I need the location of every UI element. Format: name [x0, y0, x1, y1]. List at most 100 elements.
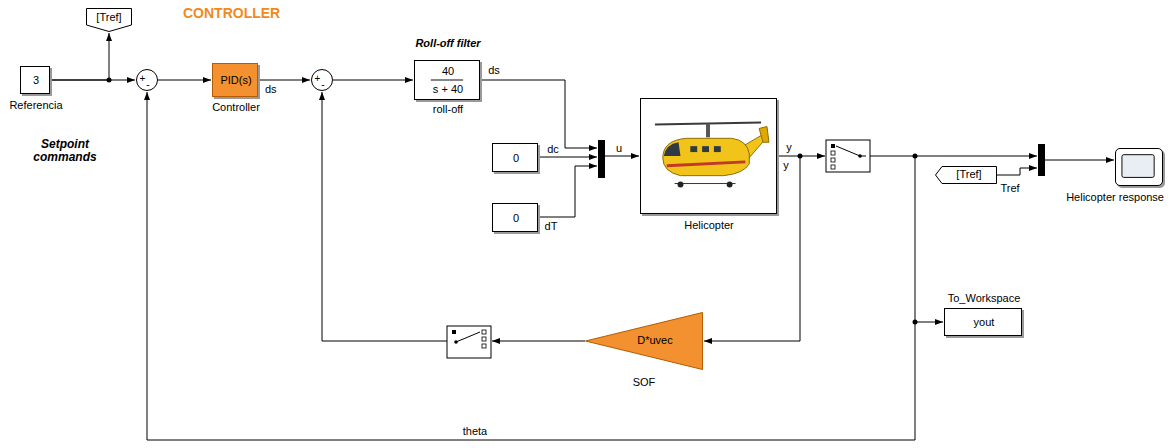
sum-circle: [137, 70, 158, 91]
transfer-fcn-block: Roll-off filter40s + 40roll-off: [414, 60, 480, 100]
selector-box: [826, 140, 870, 172]
selector-block: [447, 326, 491, 358]
plant-block: Helicopter: [640, 98, 777, 214]
signal-wire: [997, 168, 1037, 175]
rotor-mast: [706, 124, 710, 138]
fraction-bar: [431, 80, 463, 81]
signal-wire: [800, 156, 825, 157]
signal-wire: [538, 157, 597, 158]
block-caption: -: [144, 78, 152, 91]
gain-block: D*uvecSOF: [585, 312, 703, 370]
block-text: Helicopter response: [1054, 191, 1164, 204]
signal-wire: [915, 156, 943, 322]
gain-triangle: [586, 313, 703, 370]
block-text: Helicopter: [659, 219, 759, 232]
signal-wire: [605, 156, 639, 157]
selector-pivot: [858, 154, 862, 158]
signal-line: [333, 80, 413, 81]
signal-name: y: [782, 141, 796, 154]
block-caption: Controller: [199, 101, 273, 114]
selector-block: [826, 140, 870, 172]
block-text: Roll-off filter: [403, 37, 493, 50]
selector-switch: [836, 146, 866, 156]
cockpit-window: [664, 142, 681, 156]
signal-name: dT: [541, 220, 561, 233]
section-title: CONTROLLER: [183, 7, 293, 20]
signal-wire: [870, 156, 1037, 157]
landing-gear: [675, 183, 736, 184]
signal-name: Tref: [996, 182, 1024, 195]
block-text: 0: [493, 152, 539, 165]
signal-name: theta: [455, 425, 495, 438]
selector-box: [447, 326, 491, 358]
sum-block: +-: [136, 69, 158, 91]
wheel: [678, 182, 684, 188]
block-caption: yout: [945, 316, 1023, 329]
block-text: 0: [493, 212, 539, 225]
block-text: +: [138, 72, 147, 85]
constant-block: 0: [492, 203, 538, 232]
block-text: +: [313, 72, 322, 85]
block-caption: 40: [415, 65, 481, 78]
scope-screen: [1122, 155, 1154, 178]
helicopter-illustration: [655, 123, 769, 188]
block-text: D*uvec: [615, 334, 695, 347]
signal-line: [158, 80, 211, 81]
to-workspace-block: To_Workspaceyout: [944, 308, 1022, 336]
selector-port: [482, 330, 486, 334]
signal-name: y: [779, 159, 793, 172]
selector-port: [831, 144, 835, 148]
wheel: [727, 182, 733, 188]
sum-block: +-: [311, 69, 333, 91]
branch-dot: [913, 320, 918, 325]
block-text: To_Workspace: [939, 292, 1029, 305]
signal-line: [50, 33, 109, 80]
selector-pivot: [454, 340, 458, 344]
scope-block: Helicopter response: [1115, 148, 1163, 186]
signal-name: dc: [543, 143, 563, 156]
from-outline: [936, 167, 997, 184]
cabin-window: [702, 146, 709, 152]
constant-block: 3Referencia: [20, 66, 50, 94]
sum-circle: [312, 70, 333, 91]
block-caption: Referencia: [3, 99, 69, 112]
block-caption: SOF: [604, 376, 684, 389]
goto-tag: [Tref]: [86, 8, 132, 32]
from-tag: [Tref]: [935, 166, 997, 184]
signal-name: ds: [264, 83, 278, 96]
fuselage-stripe: [667, 162, 746, 166]
selector-port: [831, 151, 835, 155]
signal-wire: [1045, 160, 1114, 161]
feedback-wire: [147, 92, 915, 440]
block-outline: [641, 99, 776, 213]
selector-port: [482, 337, 486, 341]
selector-port: [452, 330, 456, 334]
mux-bar: [1038, 144, 1045, 176]
signal-name: u: [612, 142, 626, 155]
selector-port: [831, 158, 835, 162]
goto-outline: [87, 9, 132, 32]
block-text: [Tref]: [86, 11, 132, 24]
note-text: Setpoint commands: [22, 138, 108, 164]
block-text: [Tref]: [941, 168, 997, 181]
block-caption: s + 40: [415, 83, 481, 96]
cabin-window: [690, 146, 697, 152]
signal-wire: [480, 80, 597, 148]
selector-switch: [456, 332, 480, 342]
block-caption: roll-off: [408, 103, 488, 116]
signal-wire: [538, 166, 597, 217]
fuselage: [663, 138, 749, 175]
branch-points: [107, 78, 918, 325]
signal-wires: [147, 80, 1114, 440]
signal-wire: [492, 341, 585, 342]
branch-dot: [913, 154, 918, 159]
cabin-window: [714, 146, 721, 152]
tail-fin: [759, 127, 769, 143]
signal-line: [258, 80, 310, 81]
constant-block: 0: [492, 143, 538, 172]
block-text: PID(s): [213, 74, 259, 87]
selector-port: [831, 165, 835, 169]
